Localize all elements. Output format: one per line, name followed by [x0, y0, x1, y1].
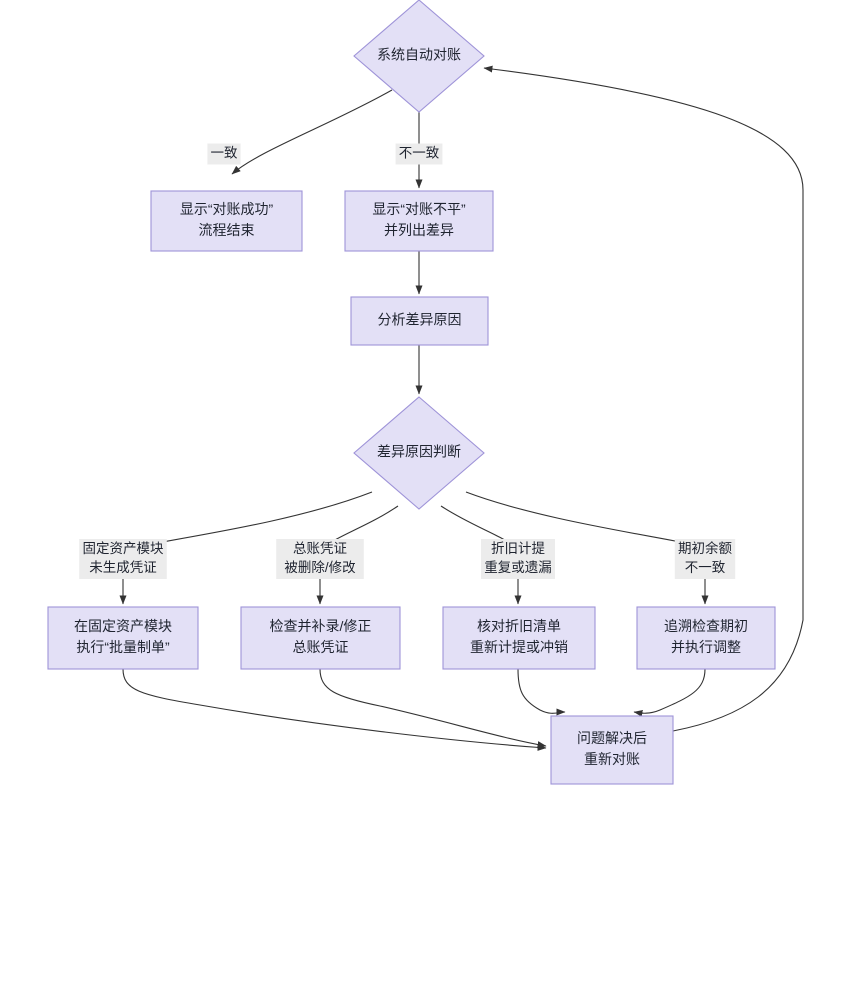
decision-shape[interactable] [353, 0, 485, 113]
node-label-line: 显示“对账不平” [372, 201, 466, 217]
node-label-line: 重新对账 [584, 751, 640, 767]
edge-label-bg [276, 539, 364, 579]
process-shape[interactable] [47, 606, 199, 670]
edge-label-label-match: 一致 [207, 143, 241, 165]
process-shape[interactable] [240, 606, 401, 670]
process-shape[interactable] [636, 606, 776, 670]
node-label-line: 分析差异原因 [378, 312, 462, 328]
node-label-line: 在固定资产模块 [74, 618, 172, 634]
process-shape[interactable] [442, 606, 596, 670]
edge-label-bg [481, 539, 555, 579]
edge-label-bg [79, 539, 167, 579]
edge-label-line: 未生成凭证 [89, 560, 157, 575]
node-label-line: 并执行调整 [671, 639, 741, 655]
edge-label-bg [395, 143, 443, 165]
edge-label-line: 一致 [211, 146, 238, 161]
node-label-line: 检查并补录/修正 [270, 618, 372, 634]
process-shape[interactable] [344, 190, 494, 252]
node-label-line: 流程结束 [199, 222, 255, 238]
edge-label-line: 固定资产模块 [83, 541, 164, 556]
node-analyze-cause[interactable]: 分析差异原因 [350, 296, 489, 346]
node-show-success[interactable]: 显示“对账成功” 流程结束 [150, 190, 303, 252]
node-label-line: 重新计提或冲销 [470, 639, 568, 655]
edge-label-line: 折旧计提 [491, 541, 545, 556]
flow-edge [517, 668, 566, 716]
node-auto-reconcile[interactable]: 系统自动对账 [353, 0, 485, 113]
edge-label-bg [674, 539, 736, 579]
process-shape[interactable] [550, 715, 674, 785]
edge-label-line: 总账凭证 [293, 541, 347, 556]
flow-edge [139, 491, 373, 547]
flow-edge [483, 65, 804, 732]
node-label-line: 核对折旧清单 [477, 618, 561, 634]
edge-labels-layer: 一致不一致固定资产模块未生成凭证总账凭证被删除/修改折旧计提重复或遗漏期初余额不… [79, 143, 736, 579]
node-label-line: 问题解决后 [577, 730, 647, 746]
edge-label-line: 重复或遗漏 [484, 559, 552, 575]
node-label-line: 并列出差异 [384, 222, 454, 238]
node-label-line: 差异原因判断 [377, 444, 461, 460]
edge-label-line: 不一致 [685, 560, 726, 575]
edge-label-label-mismatch: 不一致 [395, 143, 443, 165]
edge-label-line: 不一致 [399, 146, 440, 161]
flow-edge [633, 668, 706, 717]
node-label-line: 系统自动对账 [377, 47, 461, 63]
process-shape[interactable] [150, 190, 303, 252]
edge-label-bg [207, 143, 241, 165]
process-shape[interactable] [350, 296, 489, 346]
decision-shape[interactable] [353, 396, 485, 510]
edge-label-line: 期初余额 [678, 540, 732, 556]
node-cause-decision[interactable]: 差异原因判断 [353, 396, 485, 510]
node-label-line: 总账凭证 [293, 639, 349, 655]
flow-edge [122, 668, 547, 751]
node-show-imbalance[interactable]: 显示“对账不平” 并列出差异 [344, 190, 494, 252]
node-label-line: 追溯检查期初 [664, 618, 748, 634]
node-label-line: 显示“对账成功” [180, 201, 274, 217]
flow-edge [231, 89, 393, 175]
flow-edge [319, 668, 547, 748]
node-label-line: 执行“批量制单” [76, 639, 170, 655]
edge-label-line: 被删除/修改 [284, 560, 356, 575]
